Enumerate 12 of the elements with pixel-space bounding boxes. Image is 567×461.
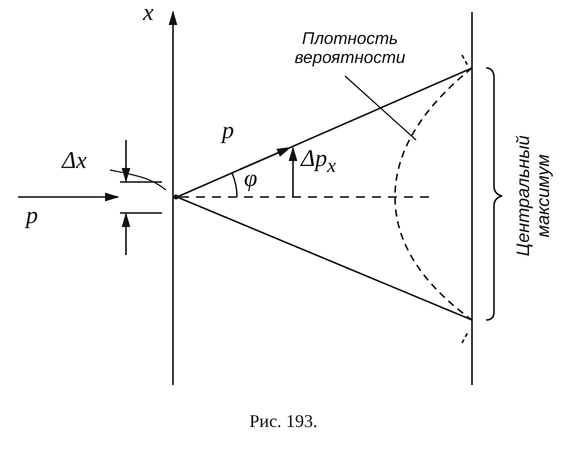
callout-text: Плотность вероятности [294,30,406,68]
figure-caption: Рис. 193. [248,412,319,432]
probability-density-curve [394,67,473,321]
leader-line [110,169,166,190]
momentum-label: Δp$_{x}$ [301,146,336,177]
dimension-label: Δx [62,148,87,174]
brace-label: Центральный максимум [514,134,554,258]
leader-line [344,76,416,140]
angle-label: φ [244,166,258,192]
axis-label: x [143,0,154,26]
momentum-label: p [26,203,38,230]
momentum-label: p [222,118,234,144]
